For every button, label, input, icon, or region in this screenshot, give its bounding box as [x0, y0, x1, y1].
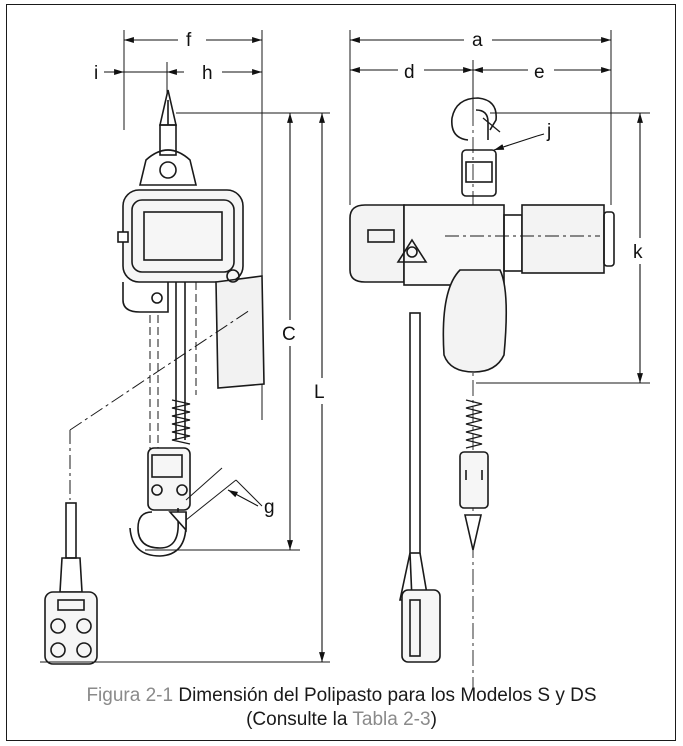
- dim-label-f: f: [186, 30, 192, 51]
- dim-label-C: C: [282, 324, 296, 345]
- caption-prefix: (Consulte la: [246, 709, 353, 730]
- table-ref: Tabla 2-3: [352, 709, 431, 730]
- dim-label-k: k: [633, 242, 643, 263]
- hoist-side-view: [40, 30, 330, 665]
- dim-label-j: j: [546, 121, 551, 142]
- figure-caption-line1: Figura 2-1 Dimensión del Polipasto para …: [0, 684, 683, 708]
- caption-suffix: ): [430, 709, 437, 730]
- dim-label-d: d: [404, 62, 415, 83]
- figure-ref: Figura 2-1: [86, 685, 174, 706]
- dim-label-L: L: [314, 382, 325, 403]
- dimension-arrows: [104, 37, 643, 662]
- dim-label-a: a: [472, 30, 483, 51]
- dim-label-g: g: [264, 497, 275, 518]
- dim-label-e: e: [534, 62, 545, 83]
- figure-caption-line2: (Consulte la Tabla 2-3): [0, 708, 683, 732]
- dim-label-h: h: [202, 63, 213, 84]
- figure-caption-text: Dimensión del Polipasto para los Modelos…: [173, 685, 597, 706]
- figure-frame: [6, 4, 676, 741]
- dim-label-i: i: [94, 63, 98, 84]
- hoist-front-view: [349, 30, 650, 690]
